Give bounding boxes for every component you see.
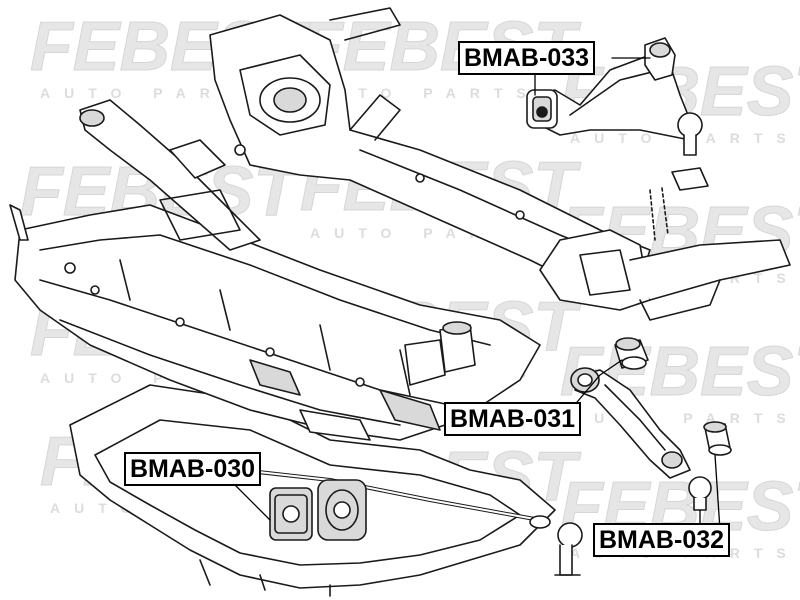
leader-line-032 [714, 454, 721, 531]
lower-control-arm [570, 367, 712, 511]
mount-bracket [649, 167, 709, 241]
callout-bmab-030: BMAB-030 [124, 452, 262, 486]
subframe-bushing-right [317, 479, 367, 541]
svg-text:AUTO PARTS: AUTO PARTS [40, 85, 270, 101]
callout-bmab-031: BMAB-031 [444, 402, 582, 436]
svg-text:AUTO PARTS: AUTO PARTS [570, 410, 800, 426]
svg-text:AUTO PARTS: AUTO PARTS [310, 85, 540, 101]
callout-bmab-032: BMAB-032 [593, 523, 731, 557]
side-rail [79, 99, 261, 251]
bushing-032 [703, 421, 732, 456]
engine-mount [404, 321, 476, 386]
underbody-shield [69, 384, 556, 597]
right-bracket [539, 229, 791, 321]
upper-control-arm [526, 37, 703, 156]
callout-bmab-033: BMAB-033 [458, 41, 596, 75]
leader-line-031 [571, 359, 623, 409]
bushing-031 [614, 337, 649, 370]
leader-line-030 [229, 479, 271, 521]
steering-rack [238, 468, 583, 576]
subframe-bushing-left [269, 487, 313, 541]
